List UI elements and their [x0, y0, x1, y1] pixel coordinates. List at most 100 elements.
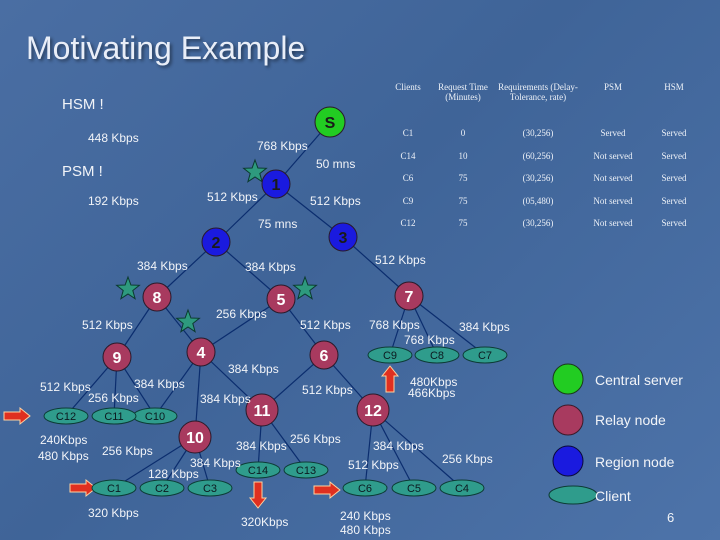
legend-region-label: Region node — [595, 454, 675, 470]
link-label: 768 Kbps — [404, 333, 455, 347]
svg-text:C5: C5 — [407, 483, 421, 495]
link-line — [342, 236, 410, 297]
link-label: 384 Kbps — [373, 439, 424, 453]
legend-region-icon — [552, 445, 584, 477]
link-label: 384 Kbps — [134, 377, 185, 391]
svg-text:2: 2 — [212, 235, 221, 252]
legend-relay-icon — [552, 404, 584, 436]
link-label: 512 Kbps — [310, 194, 361, 208]
link-label: 384 Kbps — [245, 260, 296, 274]
link-label: 384 Kbps — [228, 362, 279, 376]
table-row: C1 0 (30,256) Served Served — [382, 127, 706, 150]
client-node: C4 — [439, 479, 485, 497]
link-label: 320Kbps — [241, 515, 289, 529]
request-arrow-icon — [248, 481, 268, 509]
svg-text:8: 8 — [153, 290, 162, 307]
table-cell: (05,480) — [522, 195, 554, 206]
legend-relay-label: Relay node — [595, 412, 666, 428]
link-label: 256 Kbps — [216, 307, 267, 321]
table-cell: C1 — [402, 128, 414, 138]
link-label: 384 Kbps — [459, 320, 510, 334]
link-label: 240 Kbps — [340, 509, 391, 523]
svg-text:C7: C7 — [478, 350, 492, 362]
link-label: 480Kbps — [410, 375, 458, 389]
svg-text:C4: C4 — [455, 483, 469, 495]
psm-label: PSM ! — [62, 163, 103, 180]
client-node: C6 — [342, 479, 388, 497]
table-cell: Served — [661, 128, 687, 138]
svg-text:1: 1 — [272, 177, 281, 194]
request-arrow-icon — [313, 480, 341, 500]
client-node: C12 — [43, 407, 89, 425]
table-header: Request Time (Minutes) — [438, 82, 488, 102]
link-line — [372, 409, 463, 489]
link-line — [408, 295, 486, 356]
svg-text:C6: C6 — [358, 483, 372, 495]
link-label: 256 Kbps — [102, 444, 153, 458]
svg-text:C9: C9 — [383, 350, 397, 362]
table-cell: C6 — [402, 173, 414, 183]
client-node: C13 — [283, 461, 329, 479]
link-label: 512 Kbps — [40, 380, 91, 394]
svg-text:10: 10 — [186, 430, 204, 447]
link-label: 256 Kbps — [290, 432, 341, 446]
client-node: C8 — [414, 346, 460, 364]
hsm-label: HSM ! — [62, 96, 104, 113]
request-arrow-icon — [69, 478, 97, 498]
table-cell: Served — [661, 150, 687, 161]
svg-text:C13: C13 — [296, 465, 316, 477]
table-row: C9 75 (05,480) Not served Served — [382, 195, 706, 218]
table-cell: C12 — [400, 218, 416, 228]
table-cell: C14 — [400, 150, 416, 161]
table-cell: Not served — [593, 218, 633, 228]
legend-server-label: Central server — [595, 372, 683, 388]
svg-text:C8: C8 — [430, 350, 444, 362]
table-cell: 75 — [458, 218, 468, 228]
link-label: 512 Kbps — [302, 383, 353, 397]
slide-title: Motivating Example — [26, 30, 306, 66]
link-label: 384 Kbps — [190, 456, 241, 470]
link-label: 50 mns — [316, 157, 356, 171]
table-cell: Served — [661, 195, 687, 206]
link-label: 512 Kbps — [375, 253, 426, 267]
svg-text:S: S — [325, 115, 336, 132]
table-row: C14 10 (60,256) Not served Served — [382, 150, 706, 173]
table-cell: C9 — [402, 195, 414, 206]
svg-text:7: 7 — [405, 289, 414, 306]
table-cell: 75 — [458, 173, 468, 183]
table-cell: 0 — [460, 128, 466, 138]
client-node: C1 — [91, 479, 137, 497]
link-label: 256 Kbps — [88, 391, 139, 405]
svg-text:C1: C1 — [107, 483, 121, 495]
table-cell: 75 — [458, 195, 468, 206]
request-arrow-icon — [380, 365, 400, 393]
client-node: C9 — [367, 346, 413, 364]
link-label: 480 Kbps — [38, 449, 89, 463]
table-cell: Not served — [593, 173, 633, 183]
table-cell: (30,256) — [522, 218, 554, 228]
link-label: 480 Kbps — [340, 523, 391, 537]
svg-text:C2: C2 — [155, 483, 169, 495]
region-node: 1 — [261, 169, 291, 199]
link-label: 384 Kbps — [236, 439, 287, 453]
link-label: 512 Kbps — [82, 318, 133, 332]
svg-text:C12: C12 — [56, 411, 76, 423]
link-label: 240Kbps — [40, 433, 88, 447]
star-icon — [115, 275, 141, 300]
link-label: 75 mns — [258, 217, 298, 231]
link-label: 128 Kbps — [148, 467, 199, 481]
client-node: C7 — [462, 346, 508, 364]
central-server-node: S — [314, 106, 346, 138]
client-node: C5 — [391, 479, 437, 497]
svg-text:3: 3 — [339, 230, 348, 247]
svg-text:C10: C10 — [145, 411, 165, 423]
client-node: C10 — [132, 407, 178, 425]
table-header: Requirements (Delay-Tolerance, rate) — [498, 82, 578, 102]
relay-node: 10 — [178, 420, 212, 454]
link-line — [200, 298, 282, 353]
link-label: 512 Kbps — [207, 190, 258, 204]
link-label: 466Kbps — [408, 386, 456, 400]
relay-node: 6 — [309, 340, 339, 370]
table-cell: (60,256) — [522, 150, 554, 161]
